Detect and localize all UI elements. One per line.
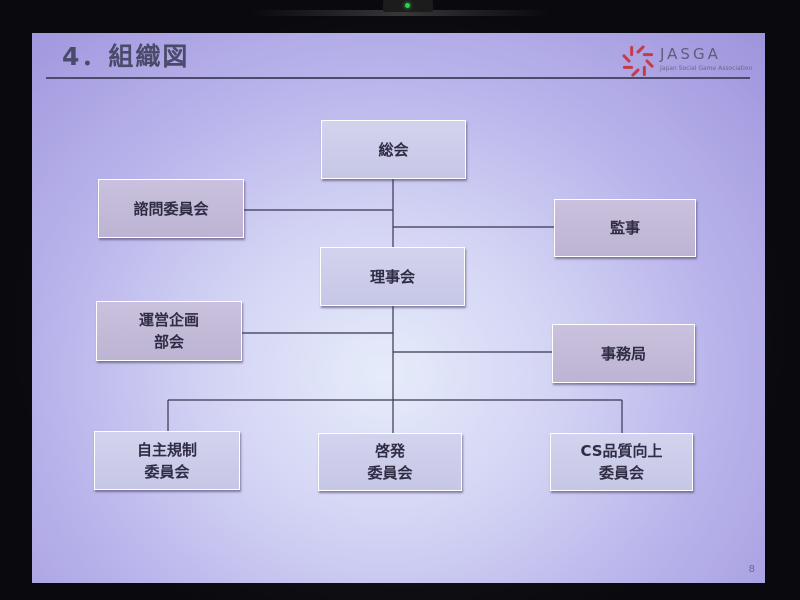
- awareness-committee-label: 啓発 委員会: [367, 442, 413, 482]
- board-box: 理事会: [320, 247, 465, 306]
- projected-slide: 4．組織図 JASGA Japan Social Game Associatio…: [32, 33, 765, 583]
- operations-planning-box: 運営企画 部会: [96, 301, 242, 361]
- advisory-committee-label: 諮問委員会: [133, 199, 209, 218]
- logo-subtitle: Japan Social Game Association: [660, 65, 753, 72]
- auditor-box: 監事: [554, 199, 696, 257]
- projector-device: [383, 0, 433, 12]
- cs-quality-committee-label: CS品質向上 委員会: [580, 442, 663, 482]
- page-number: 8: [748, 564, 755, 575]
- jasga-logo: JASGA Japan Social Game Association: [620, 43, 755, 77]
- advisory-committee-box: 諮問委員会: [98, 179, 244, 238]
- self-regulation-committee-box: 自主規制 委員会: [94, 431, 240, 490]
- logo-mark-segment: [645, 59, 654, 68]
- projector-light-bar: [250, 10, 550, 16]
- org-chart-connectors: [167, 179, 623, 433]
- logo-mark-segment: [631, 68, 640, 77]
- board-label: 理事会: [369, 267, 415, 286]
- operations-planning-label: 運営企画 部会: [138, 311, 199, 351]
- general-assembly-label: 総会: [378, 140, 409, 159]
- self-regulation-committee-label: 自主規制 委員会: [136, 440, 197, 481]
- title-underline: [46, 77, 750, 79]
- awareness-committee-box: 啓発 委員会: [318, 433, 462, 491]
- jasga-logo-mark-icon: [622, 45, 654, 77]
- secretariat-label: 事務局: [600, 344, 646, 363]
- logo-mark-segment: [622, 54, 631, 63]
- secretariat-box: 事務局: [552, 324, 695, 383]
- cs-quality-committee-box: CS品質向上 委員会: [550, 433, 693, 491]
- logo-mark-segment: [636, 45, 645, 54]
- logo-name: JASGA: [660, 45, 721, 63]
- auditor-label: 監事: [609, 219, 640, 237]
- slide-title: 4．組織図: [62, 42, 190, 71]
- general-assembly-box: 総会: [321, 120, 466, 179]
